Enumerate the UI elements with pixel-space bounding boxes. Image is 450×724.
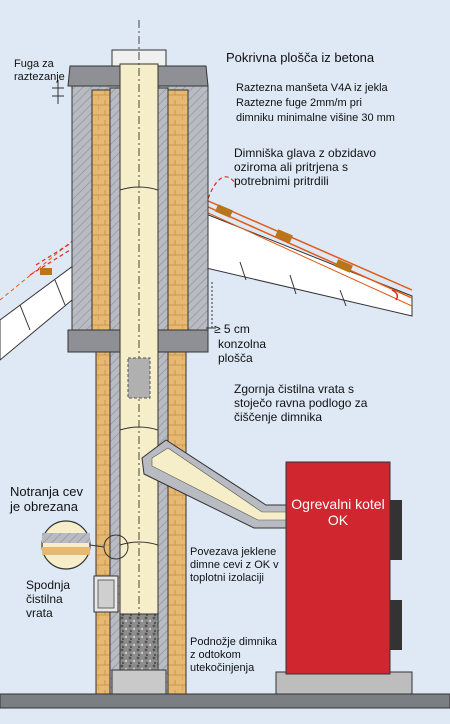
detail-magnifier [41, 520, 129, 570]
label-inner-pipe: Notranja cev je obrezana [10, 484, 83, 514]
label-lower-door: Spodnja čistilna vrata [26, 578, 71, 620]
floor [0, 693, 450, 709]
gravel-base [119, 613, 159, 671]
label-upper-door: Zgornja čistilna vrata s stoječo ravna p… [234, 382, 368, 424]
label-console-plate: konzolna plošča [218, 337, 267, 365]
label-expansion-joint: Fuga za raztezanje [14, 58, 65, 83]
label-expansion-gaps: Raztezne fuge 2mm/m pri [236, 97, 362, 109]
label-concrete-cover: Pokrivna plošča iz betona [226, 50, 375, 65]
label-gap-5cm: ≥ 5 cm [214, 322, 250, 336]
label-chimney-head: Dimniška glava z obzidavo oziroma ali pr… [234, 146, 377, 188]
lower-cleaning-door [93, 575, 119, 613]
label-base: Podnožje dimnika z odtokom utekočinjenja [190, 636, 277, 674]
roof-right [205, 199, 413, 317]
boiler [275, 461, 413, 695]
flue-markings [119, 20, 159, 690]
label-connection: Povezava jeklene dimne cevi z OK v toplo… [190, 546, 279, 584]
label-min-height: dimniku minimalne višine 30 mm [236, 112, 395, 124]
upper-cleaning-door [127, 357, 151, 399]
annotation-marks [52, 80, 216, 330]
base-plinth [111, 669, 167, 695]
label-steel-sleeve: Raztezna manšeta V4A iz jekla [236, 82, 388, 94]
label-boiler: Ogrevalni kotel OK [291, 496, 385, 528]
